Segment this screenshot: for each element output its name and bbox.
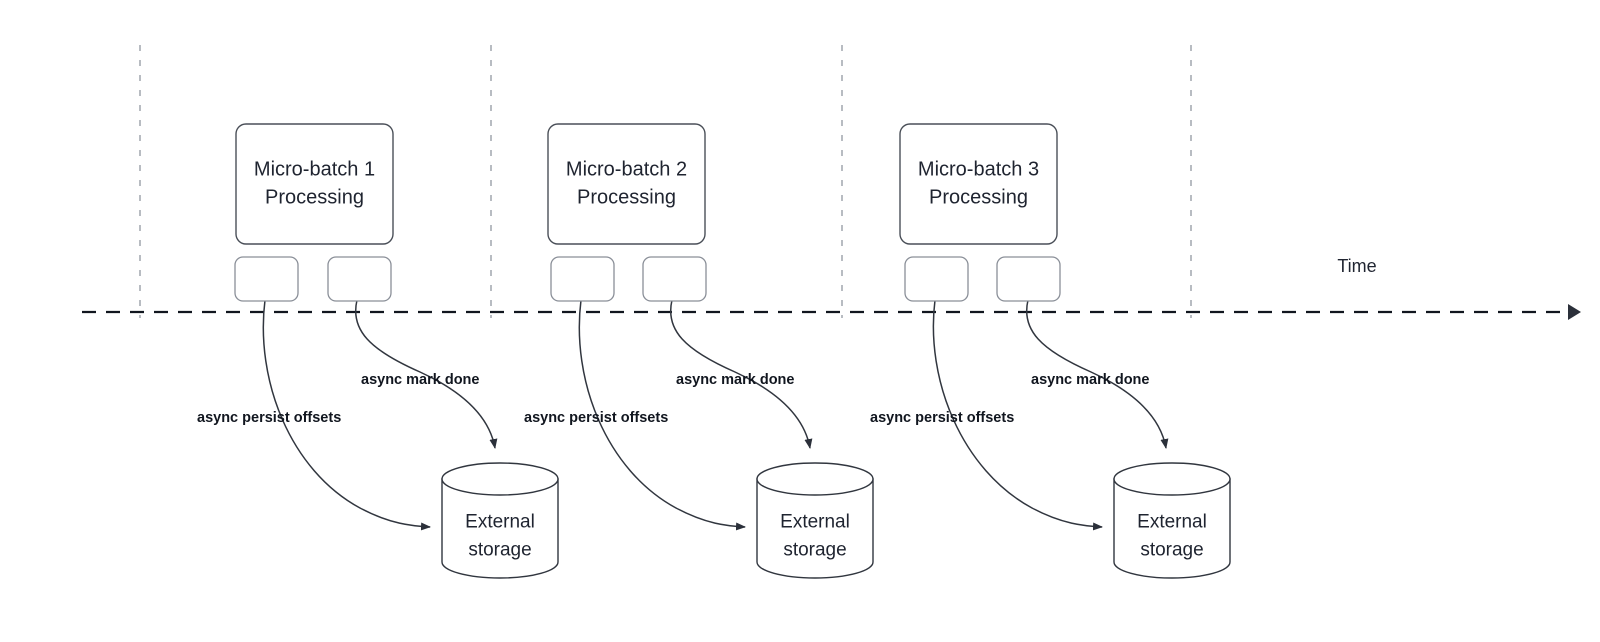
time-axis-label: Time [1337, 256, 1376, 276]
async-persist-offsets-edge-label-1: async persist offsets [197, 410, 341, 426]
mark-done-task-3[interactable] [996, 256, 1061, 302]
async-persist-offsets-edge-2 [578, 299, 746, 531]
external-storage-cylinder-body-1[interactable] [441, 478, 559, 579]
async-persist-offsets-edge-label-2: async persist offsets [524, 410, 668, 426]
external-storage-label-line1-1: External [465, 512, 535, 533]
external-storage-cylinder-body-3[interactable] [1113, 478, 1231, 579]
time-axis [82, 304, 1581, 320]
external-storage-label-line1-2: External [780, 512, 850, 533]
diagram-nodes [234, 123, 1231, 579]
async-mark-done-edge-3 [1026, 299, 1169, 449]
micro-batch-label-line2-3: Processing [929, 186, 1028, 208]
async-mark-done-edge-2 [670, 299, 813, 449]
micro-batch-label-line1-1: Micro-batch 1 [254, 158, 375, 180]
async-mark-done-edge-label-2: async mark done [676, 372, 794, 388]
mark-done-task-2[interactable] [642, 256, 707, 302]
persist-offsets-task-1[interactable] [234, 256, 299, 302]
micro-batch-box-2[interactable] [547, 123, 706, 245]
external-storage-cylinder-top-1 [441, 462, 559, 496]
micro-batch-box-3[interactable] [899, 123, 1058, 245]
micro-batch-label-line2-1: Processing [265, 186, 364, 208]
external-storage-label-line2-2: storage [783, 540, 846, 561]
batch-boundary-lines [139, 45, 1192, 318]
async-flow-edges [262, 299, 1169, 531]
micro-batch-label-line1-3: Micro-batch 3 [918, 158, 1039, 180]
mark-done-task-1[interactable] [327, 256, 392, 302]
persist-offsets-task-2[interactable] [550, 256, 615, 302]
micro-batch-label-line1-2: Micro-batch 2 [566, 158, 687, 180]
async-mark-done-edge-label-3: async mark done [1031, 372, 1149, 388]
external-storage-cylinder-top-3 [1113, 462, 1231, 496]
micro-batch-box-1[interactable] [235, 123, 394, 245]
async-persist-offsets-edge-3 [932, 299, 1103, 531]
time-axis-arrowhead [1568, 304, 1581, 320]
external-storage-label-line1-3: External [1137, 512, 1207, 533]
micro-batch-label-line2-2: Processing [577, 186, 676, 208]
async-persist-offsets-edge-label-3: async persist offsets [870, 410, 1014, 426]
external-storage-label-line2-3: storage [1140, 540, 1203, 561]
async-mark-done-edge-label-1: async mark done [361, 372, 479, 388]
persist-offsets-task-3[interactable] [904, 256, 969, 302]
async-persist-offsets-edge-1 [262, 299, 431, 531]
external-storage-cylinder-body-2[interactable] [756, 478, 874, 579]
async-mark-done-edge-1 [355, 299, 498, 449]
external-storage-cylinder-top-2 [756, 462, 874, 496]
external-storage-label-line2-1: storage [468, 540, 531, 561]
